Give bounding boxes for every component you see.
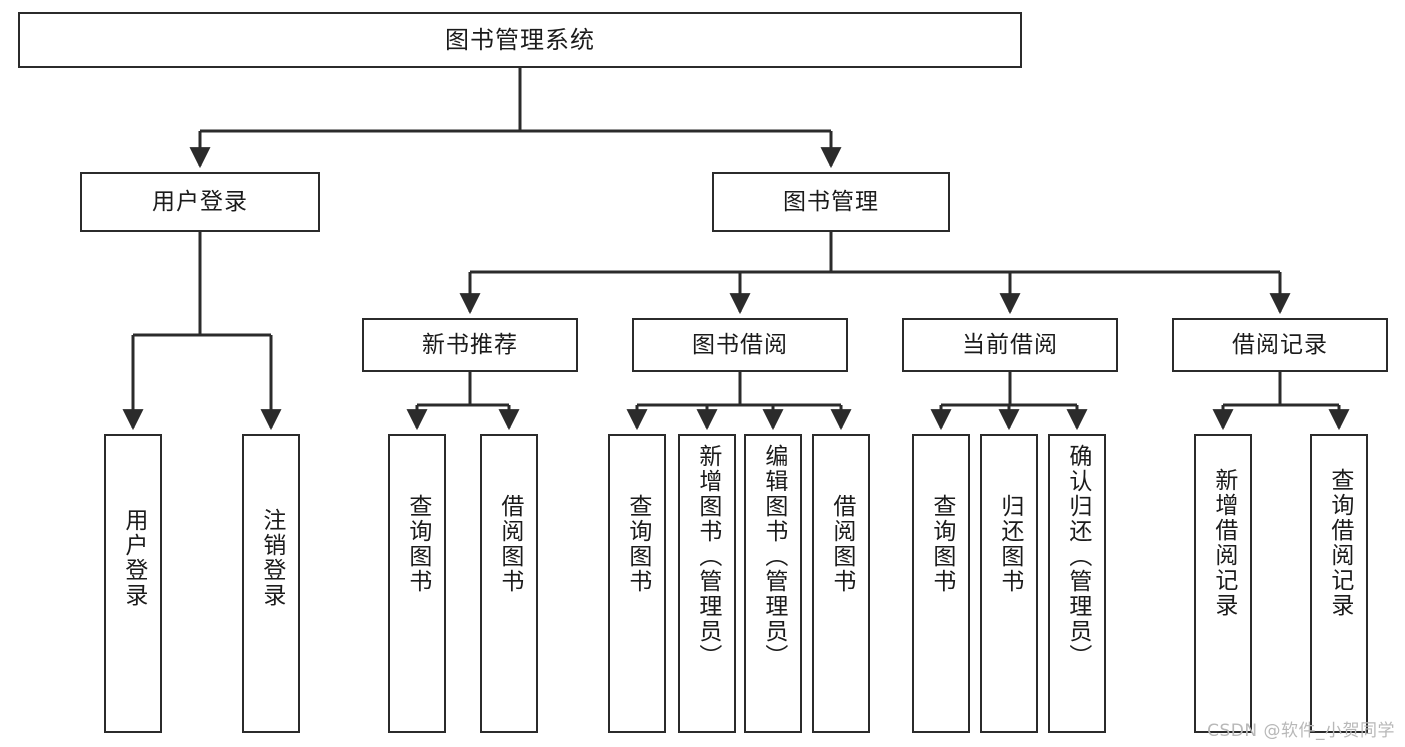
leaf-query-book-2-label: 查询图书 [624, 494, 651, 594]
leaf-borrow-book-1[interactable]: 借阅图书 [480, 434, 538, 733]
node-current-borrow-label: 当前借阅 [962, 331, 1058, 358]
leaf-query-record-label: 查询借阅记录 [1326, 468, 1353, 618]
leaf-add-record-label: 新增借阅记录 [1210, 468, 1237, 618]
leaf-logout-label: 注销登录 [258, 508, 285, 608]
node-user-login[interactable]: 用户登录 [80, 172, 320, 232]
node-book-manage-label: 图书管理 [783, 188, 879, 215]
leaf-logout[interactable]: 注销登录 [242, 434, 300, 733]
leaf-borrow-book-2-label: 借阅图书 [828, 494, 855, 594]
node-book-borrow-label: 图书借阅 [692, 331, 788, 358]
leaf-return-book-label: 归还图书 [996, 494, 1023, 594]
node-root[interactable]: 图书管理系统 [18, 12, 1022, 68]
leaf-confirm-return[interactable]: 确认归还（管理员） [1048, 434, 1106, 733]
leaf-query-book-1-label: 查询图书 [404, 494, 431, 594]
leaf-query-book-3-label: 查询图书 [928, 494, 955, 594]
leaf-query-book-3[interactable]: 查询图书 [912, 434, 970, 733]
leaf-return-book[interactable]: 归还图书 [980, 434, 1038, 733]
watermark: CSDN @软件_小贺同学 [1207, 721, 1395, 741]
leaf-query-book-2[interactable]: 查询图书 [608, 434, 666, 733]
node-user-login-label: 用户登录 [152, 188, 248, 215]
node-current-borrow[interactable]: 当前借阅 [902, 318, 1118, 372]
leaf-add-book[interactable]: 新增图书（管理员） [678, 434, 736, 733]
leaf-confirm-return-label: 确认归还（管理员） [1064, 444, 1091, 669]
leaf-add-book-label: 新增图书（管理员） [694, 444, 721, 669]
node-borrow-record-label: 借阅记录 [1232, 331, 1328, 358]
leaf-query-book-1[interactable]: 查询图书 [388, 434, 446, 733]
leaf-query-record[interactable]: 查询借阅记录 [1310, 434, 1368, 733]
node-book-borrow[interactable]: 图书借阅 [632, 318, 848, 372]
node-root-label: 图书管理系统 [445, 26, 595, 54]
leaf-user-login-label: 用户登录 [120, 508, 147, 608]
node-book-manage[interactable]: 图书管理 [712, 172, 950, 232]
leaf-user-login[interactable]: 用户登录 [104, 434, 162, 733]
node-new-book-recommend-label: 新书推荐 [422, 331, 518, 358]
leaf-borrow-book-1-label: 借阅图书 [496, 494, 523, 594]
node-new-book-recommend[interactable]: 新书推荐 [362, 318, 578, 372]
leaf-add-record[interactable]: 新增借阅记录 [1194, 434, 1252, 733]
leaf-edit-book-label: 编辑图书（管理员） [760, 444, 787, 669]
node-borrow-record[interactable]: 借阅记录 [1172, 318, 1388, 372]
leaf-edit-book[interactable]: 编辑图书（管理员） [744, 434, 802, 733]
leaf-borrow-book-2[interactable]: 借阅图书 [812, 434, 870, 733]
